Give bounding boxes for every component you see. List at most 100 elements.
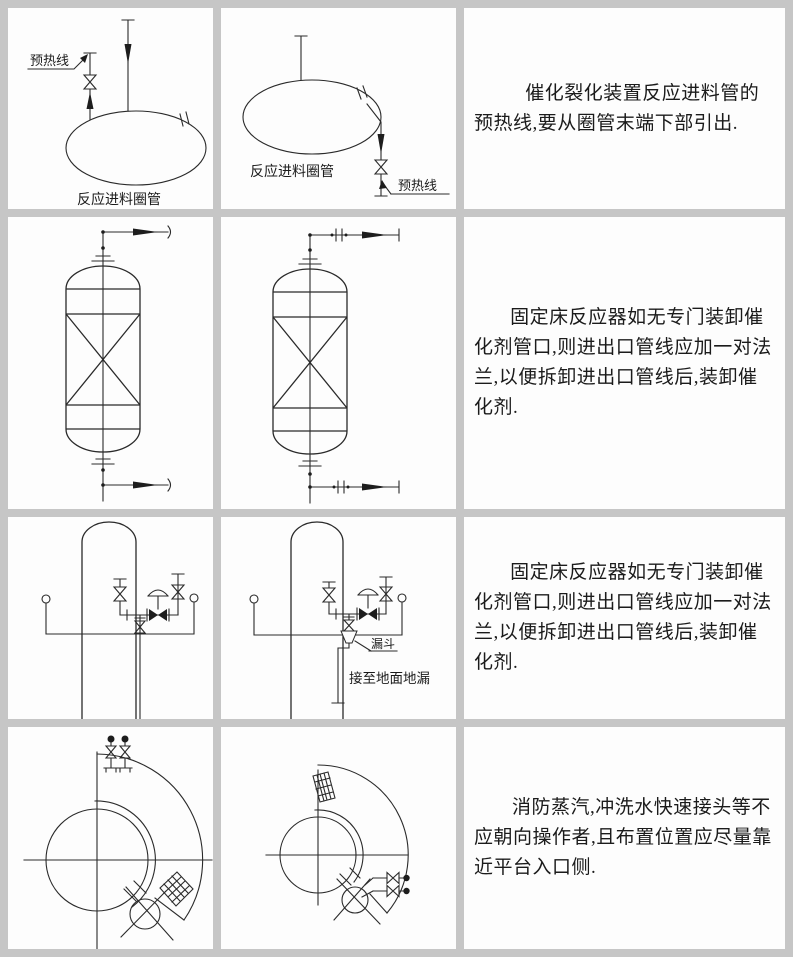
vessel-circle <box>279 816 357 894</box>
drain-diagram-wrong <box>41 521 199 719</box>
control-valve-icon <box>149 609 158 621</box>
ring-pipe-diagram-wrong: 预热线 反应进料圈管 <box>27 19 207 207</box>
cell-r3-diagram-right: 漏斗 接至地面地漏 <box>221 517 456 719</box>
nozzle-flange-top <box>91 255 115 262</box>
preheat-line-label: 预热线 <box>398 178 437 193</box>
cell-r3-note: 固定床反应器如无专门装卸催化剂管口,则进出口管线应加一对法兰,以便拆卸进出口管线… <box>464 517 785 719</box>
pipe-dots <box>101 230 105 487</box>
cell-r1-note: 催化裂化装置反应进料管的预热线,要从圈管末端下部引出. <box>464 8 785 209</box>
note-text: 固定床反应器如无专门装卸催化剂管口,则进出口管线应加一对法兰,以便拆卸进出口管线… <box>474 562 772 673</box>
pipe-end-icon <box>397 593 407 603</box>
centerlines <box>23 751 213 949</box>
control-valve-icon <box>359 608 368 620</box>
flow-arrow-down-icon <box>377 134 385 154</box>
ring-pipe-label: 反应进料圈管 <box>250 163 334 179</box>
manway-circle <box>341 886 369 914</box>
platform-inner-edge <box>314 809 364 883</box>
hose-valve-icon <box>104 745 118 759</box>
valve-icon <box>112 586 128 602</box>
pipe-end-icon <box>41 594 51 604</box>
platform-outer-edge <box>317 764 409 914</box>
flow-arrow-down-icon <box>124 44 132 64</box>
stair-hatch-icon <box>159 871 194 907</box>
piping <box>41 573 199 719</box>
cell-r2-diagram-right <box>221 217 456 509</box>
note-text: 固定床反应器如无专门装卸催化剂管口,则进出口管线应加一对法兰,以便拆卸进出口管线… <box>474 307 772 418</box>
quick-coupling-icon <box>121 735 129 743</box>
ring-pipe-label: 反应进料圈管 <box>77 191 161 207</box>
nozzle-flange-top <box>298 258 322 265</box>
funnel-icon <box>340 630 358 644</box>
hose-valve-icon <box>118 745 132 759</box>
drain-valve-icon <box>133 620 147 634</box>
vessel-shell <box>290 521 344 719</box>
pipe-break-icon <box>356 85 368 100</box>
platform-plan-wrong <box>23 735 213 949</box>
piping <box>249 576 407 636</box>
vessel-circle <box>45 808 149 912</box>
cell-r2-note: 固定床反应器如无专门装卸催化剂管口,则进出口管线应加一对法兰,以便拆卸进出口管线… <box>464 217 785 509</box>
valve-icon <box>321 587 337 603</box>
reactor-diagram-with-flange <box>272 228 400 504</box>
piping <box>91 225 172 502</box>
pipe-end-icon <box>249 594 259 604</box>
manway-cross <box>120 886 174 941</box>
manway-cross <box>333 878 381 925</box>
pipe-end-icon <box>189 593 199 603</box>
valve-icon <box>378 586 394 602</box>
cell-r4-diagram-left <box>8 727 213 949</box>
ring-pipe-lines <box>242 35 450 197</box>
quick-coupling-icon <box>403 887 410 895</box>
drain-valve-icon <box>342 619 356 632</box>
cell-r1-diagram-left: 预热线 反应进料圈管 <box>8 8 213 209</box>
platform-inner-edge <box>94 800 156 908</box>
nozzle-flange-bottom <box>298 460 322 467</box>
ring-pipe-diagram-right: 预热线 反应进料圈管 <box>242 35 450 197</box>
cell-r2-diagram-left <box>8 217 213 509</box>
pipe-break-icon <box>179 111 190 127</box>
cell-r3-diagram-left <box>8 517 213 719</box>
valve-icon <box>373 159 389 175</box>
floor-drain-label: 接至地面地漏 <box>349 670 430 686</box>
flow-arrow-up-icon <box>86 92 94 109</box>
piping <box>298 228 400 504</box>
leader-arrow-icon <box>80 54 88 63</box>
nozzle-neck <box>339 867 361 886</box>
ring-pipe-lines <box>27 19 207 186</box>
plan-lines <box>23 741 213 949</box>
vessel-shell <box>81 521 137 719</box>
flow-arrow-icon <box>133 228 158 236</box>
leader-arrow-icon <box>379 180 387 189</box>
cell-r1-diagram-right: 预热线 反应进料圈管 <box>221 8 456 209</box>
flange-pair-icon <box>337 480 345 494</box>
platform-plan-right <box>265 764 410 925</box>
ring-pipe-ellipse <box>242 79 382 155</box>
pipe-dots <box>308 233 350 489</box>
note-text: 催化裂化装置反应进料管的预热线,要从圈管末端下部引出. <box>474 82 760 134</box>
note-text: 消防蒸汽,冲洗水快速接头等不应朝向操作者,且布置位置应尽量靠近平台入口侧. <box>474 797 772 878</box>
valve-icon <box>82 74 98 90</box>
hose-valve-icon <box>386 884 400 898</box>
preheat-line-label: 预热线 <box>30 53 69 68</box>
funnel-label: 漏斗 <box>371 637 395 651</box>
flow-arrow-icon <box>362 483 387 491</box>
quick-coupling-icon <box>107 735 115 743</box>
cell-r4-diagram-right <box>221 727 456 949</box>
control-valve-icon <box>158 609 167 621</box>
flow-arrow-icon <box>133 481 158 489</box>
control-valve-actuator-icon <box>357 588 379 609</box>
stair-hatch-icon <box>312 771 336 803</box>
reactor-diagram-no-flange <box>65 225 172 502</box>
flow-arrow-icon <box>362 231 387 239</box>
control-valve-actuator-icon <box>147 589 169 610</box>
flange-pair-icon <box>335 228 343 242</box>
quick-coupling-icon <box>403 874 410 882</box>
nozzle-neck <box>123 880 147 902</box>
control-valve-icon <box>368 608 377 620</box>
platform-outer-edge <box>96 753 204 921</box>
hose-valve-icon <box>386 871 400 885</box>
drain-pipe <box>331 640 398 704</box>
cell-r4-note: 消防蒸汽,冲洗水快速接头等不应朝向操作者,且布置位置应尽量靠近平台入口侧. <box>464 727 785 949</box>
drain-diagram-with-funnel: 漏斗 接至地面地漏 <box>249 521 430 719</box>
